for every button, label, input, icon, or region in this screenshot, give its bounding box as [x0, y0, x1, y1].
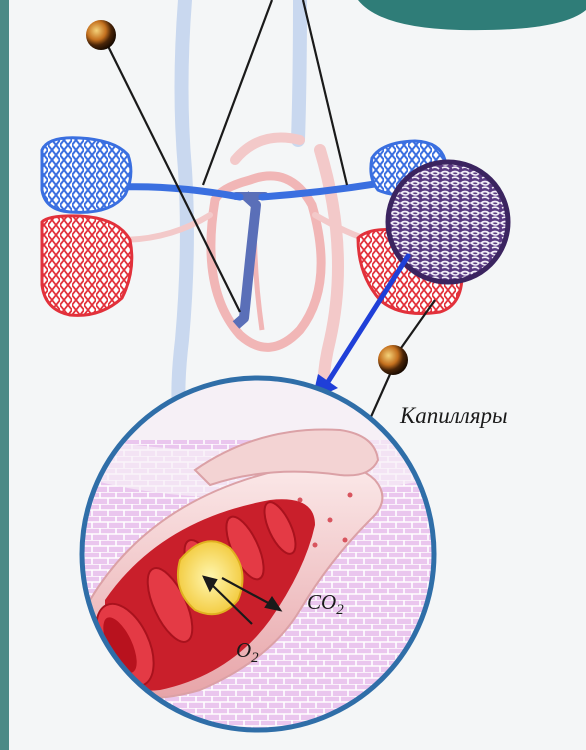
- co2-label-subscript: 2: [336, 602, 344, 618]
- o2-label: O2: [236, 638, 259, 667]
- o2-label-base: O: [236, 638, 251, 662]
- pointer-ball-icon: [86, 20, 116, 50]
- o2-label-subscript: 2: [251, 650, 259, 666]
- left-lung-capillaries: [42, 138, 132, 316]
- co2-label-base: CO: [307, 590, 336, 614]
- magnifier-circle-icon: [388, 162, 508, 282]
- capillaries-label: Капилляры: [400, 403, 508, 429]
- co2-label: CO2: [307, 590, 344, 619]
- pointer-ball-icon: [378, 345, 408, 375]
- left-accent-bar: [0, 0, 9, 750]
